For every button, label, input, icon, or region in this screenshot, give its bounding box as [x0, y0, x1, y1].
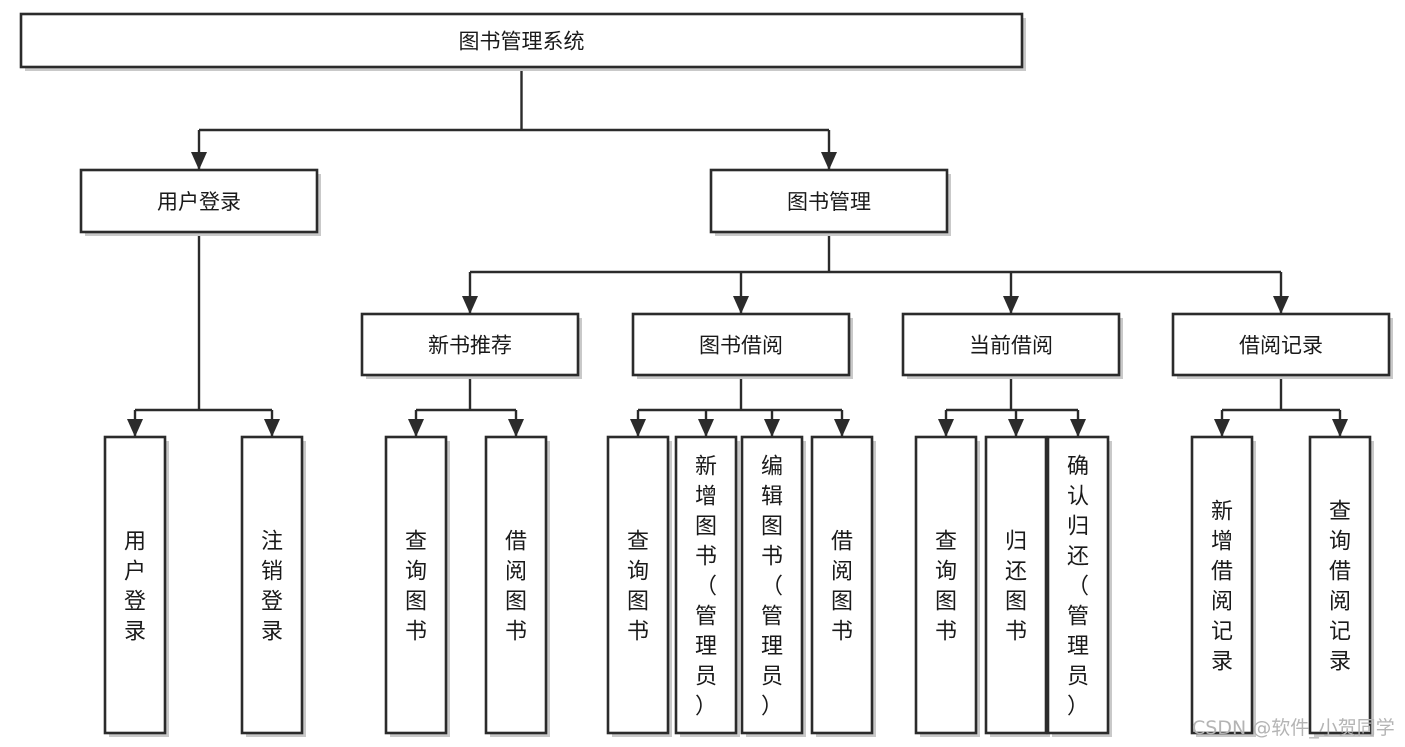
arrow-head-icon — [127, 419, 143, 437]
node-leaf-query-book-borrow[interactable]: 查询图书 — [606, 435, 672, 737]
node-label: 用户登录 — [157, 190, 241, 214]
node-label: 确认归还（管理员） — [1067, 454, 1089, 719]
node-label: 图书借阅 — [699, 334, 783, 358]
node-current-borrow[interactable]: 当前借阅 — [901, 312, 1123, 379]
arrow-head-icon — [1273, 296, 1289, 314]
node-rect[interactable] — [984, 435, 1048, 735]
node-label: 归还图书 — [1005, 529, 1027, 644]
arrow-head-icon — [1070, 419, 1086, 437]
node-rect[interactable] — [674, 435, 738, 735]
node-label: 借阅图书 — [505, 529, 527, 644]
node-rect[interactable] — [1308, 435, 1372, 735]
node-label: 当前借阅 — [969, 334, 1053, 358]
node-rect[interactable] — [240, 435, 304, 735]
node-label: 新增借阅记录 — [1211, 499, 1233, 674]
arrow-head-icon — [764, 419, 780, 437]
nodes-layer: 图书管理系统用户登录图书管理新书推荐图书借阅当前借阅借阅记录用户登录注销登录查询… — [19, 12, 1393, 737]
node-rect[interactable] — [79, 168, 319, 234]
node-leaf-query-book-rec[interactable]: 查询图书 — [384, 435, 450, 737]
arrow-head-icon — [508, 419, 524, 437]
node-leaf-add-book[interactable]: 新增图书（管理员） — [674, 435, 740, 737]
node-rect[interactable] — [360, 312, 580, 377]
node-label: 借阅记录 — [1239, 334, 1323, 358]
node-rect[interactable] — [914, 435, 978, 735]
node-rect[interactable] — [709, 168, 949, 234]
node-rect[interactable] — [740, 435, 804, 735]
node-label: 新书推荐 — [428, 334, 512, 358]
arrow-head-icon — [264, 419, 280, 437]
node-label: 查询借阅记录 — [1329, 499, 1351, 674]
node-label: 用户登录 — [124, 529, 146, 644]
node-rect[interactable] — [103, 435, 167, 735]
arrow-head-icon — [408, 419, 424, 437]
node-label: 借阅图书 — [831, 529, 853, 644]
arrow-head-icon — [1003, 296, 1019, 314]
arrow-head-icon — [733, 296, 749, 314]
arrow-head-icon — [462, 296, 478, 314]
arrow-head-icon — [821, 152, 837, 170]
arrow-head-icon — [1008, 419, 1024, 437]
node-leaf-query-book-cur[interactable]: 查询图书 — [914, 435, 980, 737]
node-rect[interactable] — [1171, 312, 1391, 377]
node-leaf-user-login[interactable]: 用户登录 — [103, 435, 169, 737]
node-leaf-add-record[interactable]: 新增借阅记录 — [1190, 435, 1256, 737]
node-leaf-borrow-book[interactable]: 借阅图书 — [810, 435, 876, 737]
node-rect[interactable] — [1046, 435, 1110, 735]
node-new-book-rec[interactable]: 新书推荐 — [360, 312, 582, 379]
node-leaf-confirm-return[interactable]: 确认归还（管理员） — [1046, 435, 1112, 737]
node-leaf-edit-book[interactable]: 编辑图书（管理员） — [740, 435, 806, 737]
node-label: 查询图书 — [627, 529, 649, 644]
node-leaf-borrow-book-rec[interactable]: 借阅图书 — [484, 435, 550, 737]
node-rect[interactable] — [484, 435, 548, 735]
node-rect[interactable] — [19, 12, 1024, 69]
node-leaf-query-record[interactable]: 查询借阅记录 — [1308, 435, 1374, 737]
arrow-head-icon — [1214, 419, 1230, 437]
node-label: 查询图书 — [935, 529, 957, 644]
node-label: 图书管理系统 — [459, 30, 585, 54]
node-book-borrow[interactable]: 图书借阅 — [631, 312, 853, 379]
node-rect[interactable] — [810, 435, 874, 735]
node-user-login[interactable]: 用户登录 — [79, 168, 321, 236]
node-leaf-return-book[interactable]: 归还图书 — [984, 435, 1050, 737]
node-book-manage[interactable]: 图书管理 — [709, 168, 951, 236]
node-rect[interactable] — [901, 312, 1121, 377]
node-leaf-user-logout[interactable]: 注销登录 — [240, 435, 306, 737]
csdn-watermark: CSDN @软件_小贺同学 — [1192, 717, 1395, 739]
node-label: 新增图书（管理员） — [695, 454, 717, 719]
node-rect[interactable] — [606, 435, 670, 735]
arrow-head-icon — [630, 419, 646, 437]
node-label: 查询图书 — [405, 529, 427, 644]
connectors-layer — [127, 67, 1348, 437]
node-label: 图书管理 — [787, 190, 871, 214]
node-label: 注销登录 — [261, 529, 283, 644]
node-rect[interactable] — [384, 435, 448, 735]
arrow-head-icon — [938, 419, 954, 437]
arrow-head-icon — [698, 419, 714, 437]
arrow-head-icon — [191, 152, 207, 170]
arrow-head-icon — [834, 419, 850, 437]
node-rect[interactable] — [631, 312, 851, 377]
node-borrow-record[interactable]: 借阅记录 — [1171, 312, 1393, 379]
node-label: 编辑图书（管理员） — [761, 454, 783, 719]
node-rect[interactable] — [1190, 435, 1254, 735]
arrow-head-icon — [1332, 419, 1348, 437]
node-root-book-management-system[interactable]: 图书管理系统 — [19, 12, 1026, 71]
